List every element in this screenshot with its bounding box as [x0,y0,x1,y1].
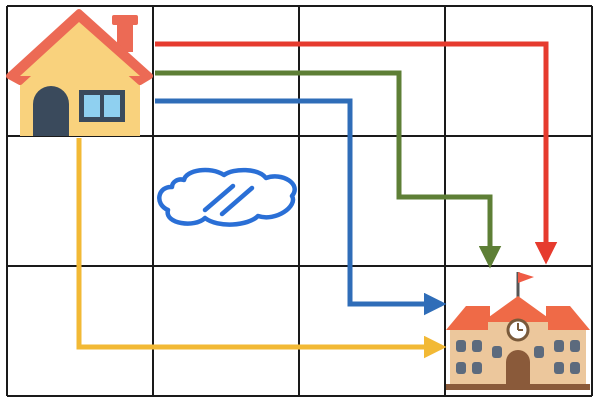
puddle-icon [157,167,297,227]
house-icon [6,9,153,136]
route-red [155,41,558,265]
route-yellow [76,138,447,359]
route-blue [155,98,447,316]
route-green [155,70,502,269]
routes [76,41,558,359]
school-icon [446,272,590,390]
